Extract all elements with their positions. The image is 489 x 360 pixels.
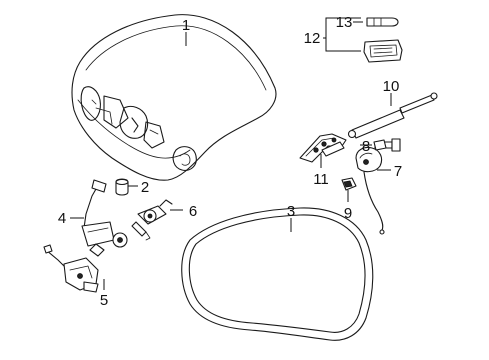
trunk-lid xyxy=(71,14,277,181)
lamp-bulb xyxy=(366,17,399,27)
callout-7: 7 xyxy=(394,163,402,180)
callout-1: 1 xyxy=(182,17,190,34)
callout-2: 2 xyxy=(141,179,149,196)
rubber-stop xyxy=(115,178,129,196)
lock-cylinder xyxy=(131,199,173,241)
weatherstrip xyxy=(181,207,374,341)
callout-4: 4 xyxy=(58,210,66,227)
callout-8: 8 xyxy=(362,138,370,155)
gas-strut xyxy=(347,92,438,139)
actuator xyxy=(81,179,128,257)
callout-13: 13 xyxy=(336,14,353,31)
callout-11: 11 xyxy=(313,171,329,188)
leader-lines xyxy=(70,17,392,290)
callout-9: 9 xyxy=(344,205,352,222)
callout-6: 6 xyxy=(189,203,197,220)
callout-12: 12 xyxy=(304,30,321,47)
lamp-housing xyxy=(363,39,403,63)
striker xyxy=(341,177,357,191)
callout-3: 3 xyxy=(287,203,295,220)
hinge xyxy=(299,133,347,163)
callout-10: 10 xyxy=(383,78,400,95)
callout-labels: 1 2 3 4 5 6 7 8 9 10 11 12 13 xyxy=(58,14,402,309)
latch xyxy=(355,139,387,235)
callout-5: 5 xyxy=(100,292,108,309)
leader-12 xyxy=(323,17,361,52)
trunk-latch xyxy=(43,244,99,293)
